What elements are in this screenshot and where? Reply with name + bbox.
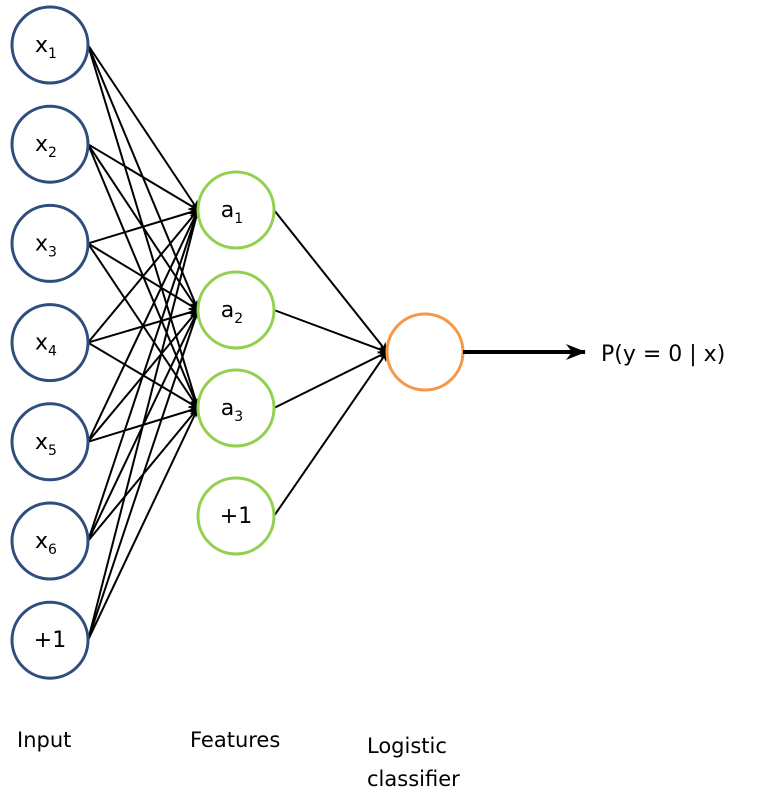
edge-input5-feature1 [87,209,199,443]
input-node-x2-label: x2 [35,132,57,161]
input-node-x5-circle [10,402,90,482]
caption-classifier-line2: classifier [367,767,460,791]
network-nodes: x1 x2 x3 x4 x5 x6 +1 a1 a2 a3 +1 [10,5,465,680]
feature-node-a2: a2 [196,270,276,350]
edge-feature4-classifier [273,351,388,517]
output-group: P(y = 0 | x) [463,342,725,367]
input-node-x4-circle [10,303,90,383]
edge-input6-feature1 [87,209,200,542]
output-label: P(y = 0 | x) [601,342,725,367]
input-node-x3: x3 [10,203,90,283]
caption-classifier-line1: Logistic [367,734,447,758]
edge-input3-feature1 [87,207,199,245]
input-bias-node: +1 [10,600,90,680]
logistic-classifier-node-circle [385,312,465,392]
edge-input1-feature1 [87,44,199,211]
input-node-x6: x6 [10,501,90,581]
input-node-x4: x4 [10,303,90,383]
input-bias-node-circle [10,600,90,680]
input-node-x2: x2 [10,104,90,184]
edge-feature3-classifier [273,351,388,409]
feature-node-a2-circle [196,270,276,350]
feature-node-a1-label: a1 [221,198,243,227]
feature-node-a3-circle [196,368,276,448]
connection-edges [87,44,388,641]
caption-input: Input [17,728,71,752]
feature-node-a3: a3 [196,368,276,448]
edge-input2-feature1 [87,143,199,211]
input-node-x5: x5 [10,402,90,482]
input-node-x3-circle [10,203,90,283]
input-bias-node-label: +1 [34,628,66,653]
edge-feature1-classifier [273,209,388,353]
input-node-x1-label: x1 [35,33,57,62]
feature-node-a3-label: a3 [221,396,243,425]
input-node-x2-circle [10,104,90,184]
input-node-x6-label: x6 [35,529,57,558]
input-node-x1: x1 [10,5,90,85]
edge-input7-feature1 [87,209,201,641]
feature-node-a1: a1 [196,170,276,250]
feature-node-a2-label: a2 [221,298,243,327]
logistic-classifier-node [385,312,465,392]
input-node-x4-label: x4 [35,331,57,360]
input-node-x3-label: x3 [35,231,57,260]
input-node-x5-label: x5 [35,430,57,459]
feature-bias-node-circle [196,476,276,556]
feature-bias-node-label: +1 [220,504,252,529]
edge-input4-feature1 [87,209,199,344]
input-node-x6-circle [10,501,90,581]
feature-bias-node: +1 [196,476,276,556]
input-node-x1-circle [10,5,90,85]
layer-captions: Input Features Logistic classifier [17,728,460,791]
edge-feature2-classifier [273,309,388,354]
caption-features: Features [190,728,280,752]
feature-node-a1-circle [196,170,276,250]
edge-input7-feature3 [87,407,199,641]
edge-input7-feature2 [87,309,200,641]
